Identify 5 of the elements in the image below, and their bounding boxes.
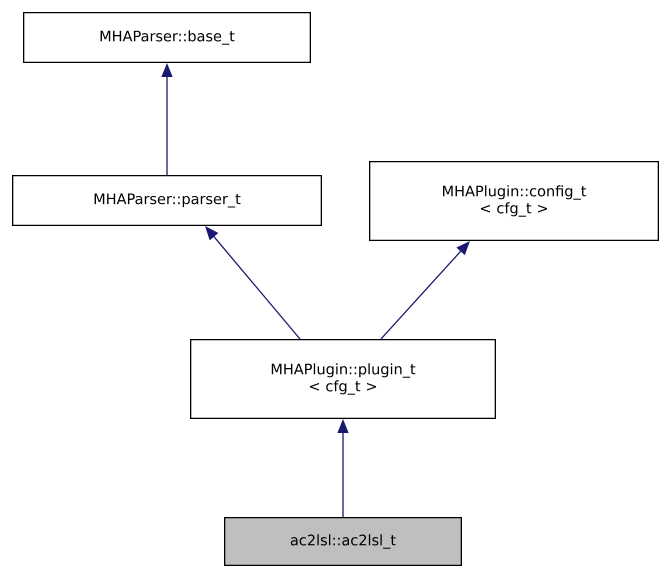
- class-box: MHAParser::parser_t: [12, 175, 322, 226]
- class-box: MHAParser::base_t: [23, 12, 311, 63]
- class-box: ac2lsl::ac2lsl_t: [224, 517, 462, 566]
- class-box: MHAPlugin::plugin_t < cfg_t >: [190, 339, 496, 419]
- class-box: MHAPlugin::config_t < cfg_t >: [369, 161, 659, 241]
